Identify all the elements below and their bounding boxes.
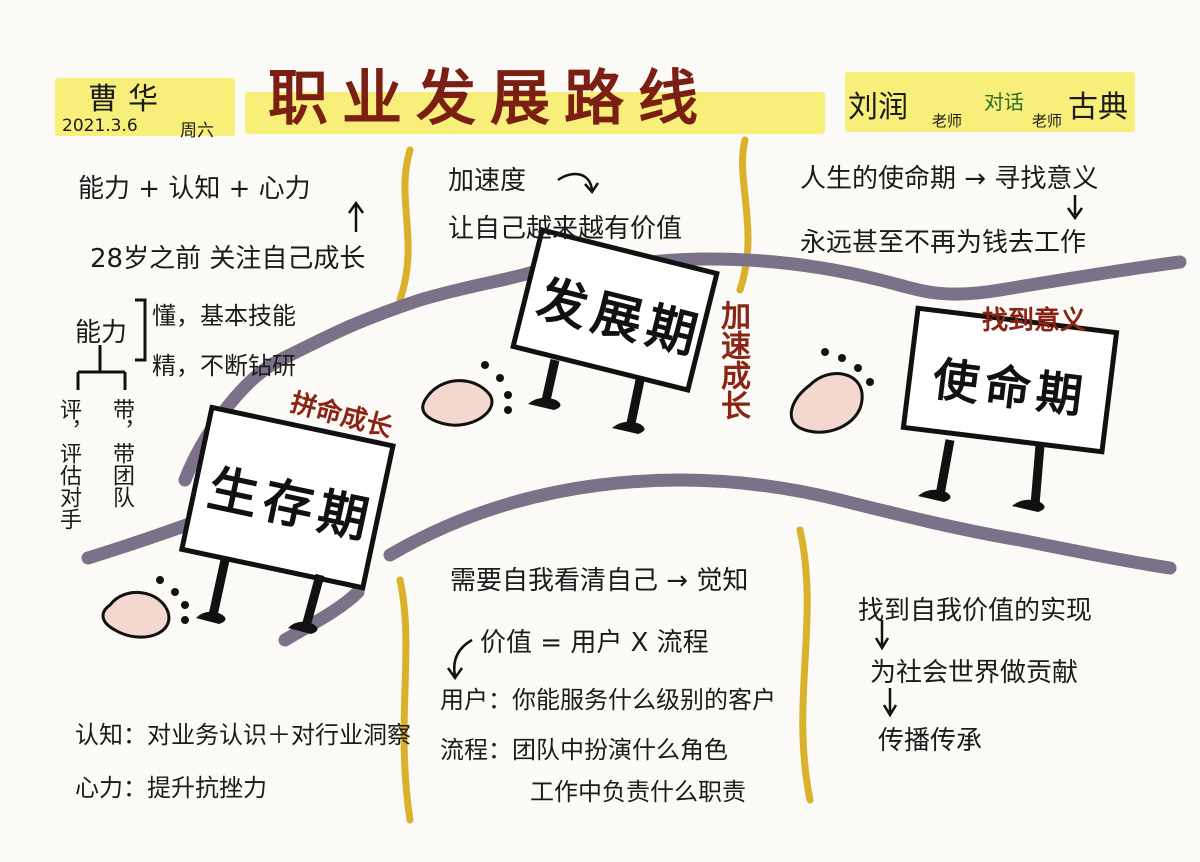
- page-title: 职业发展路线: [268, 64, 712, 134]
- dialogue-left-name: 刘润: [848, 90, 908, 125]
- tag-development: 加速成长: [715, 300, 750, 420]
- note-process: 流程：团队中扮演什么角色: [440, 736, 728, 764]
- note-user: 用户：你能服务什么级别的客户: [440, 686, 776, 714]
- ability-split: [76, 345, 127, 390]
- dialogue-highlight: [845, 72, 1135, 132]
- ability-bracket: [135, 298, 147, 362]
- note-before28: 28岁之前 关注自己成长: [90, 244, 366, 274]
- road-upper-edge-2: [643, 252, 1187, 301]
- title-highlight: [245, 92, 825, 134]
- note-acceleration: 加速度: [448, 166, 527, 196]
- road-lower-edge-3: [278, 585, 365, 647]
- note-ping: 评，评估对手: [56, 398, 81, 530]
- note-not-for-money: 永远甚至不再为钱去工作: [800, 228, 1087, 258]
- note-ability: 能力: [75, 318, 128, 348]
- sign-survival: [178, 404, 396, 634]
- footprint-2: [421, 361, 512, 427]
- author-name: 曹华: [88, 82, 168, 117]
- note-jing: 精，不断钻研: [152, 352, 296, 380]
- dialogue-mid: 对话: [984, 90, 1024, 114]
- note-responsibility: 工作中负责什么职责: [530, 778, 746, 806]
- dialogue-right-name: 古典: [1068, 90, 1128, 125]
- note-dong: 懂，基本技能: [152, 302, 296, 330]
- note-contribute: 为社会世界做贡献: [870, 658, 1079, 688]
- note-inherit: 传播传承: [878, 726, 983, 756]
- footprint-1: [101, 576, 189, 639]
- weekday-text: 周六: [180, 121, 214, 141]
- divider-bottom-left: [396, 576, 414, 824]
- divider-top-right: [736, 136, 752, 294]
- road-lower-edge-2: [383, 473, 1177, 575]
- note-mind-power: 心力：提升抗挫力: [75, 774, 267, 802]
- note-value-formula: 价值 = 用户 X 流程: [480, 628, 709, 658]
- note-self-value: 找到自我价值的实现: [858, 596, 1093, 626]
- divider-bottom-right: [796, 526, 814, 804]
- note-cognition: 认知：对业务认识＋对行业洞察: [75, 721, 411, 749]
- note-more-value: 让自己越来越有价值: [448, 214, 683, 244]
- note-self-awareness: 需要自我看清自己 → 觉知: [450, 566, 749, 596]
- sign-mission: [900, 305, 1120, 512]
- tag-mission: 找到意义: [982, 306, 1087, 336]
- note-dai: 带，带团队: [109, 398, 134, 508]
- author-highlight: [55, 78, 235, 136]
- dialogue-left-role: 老师: [932, 112, 963, 130]
- footprint-3: [789, 348, 874, 434]
- note-formula: 能力 + 认知 + 心力: [78, 174, 311, 204]
- note-mission-period: 人生的使命期 → 寻找意义: [800, 164, 1099, 194]
- dialogue-right-role: 老师: [1032, 112, 1063, 130]
- divider-top-left: [396, 146, 414, 304]
- sign-development: [510, 226, 720, 434]
- date-text: 2021.3.6: [62, 116, 138, 136]
